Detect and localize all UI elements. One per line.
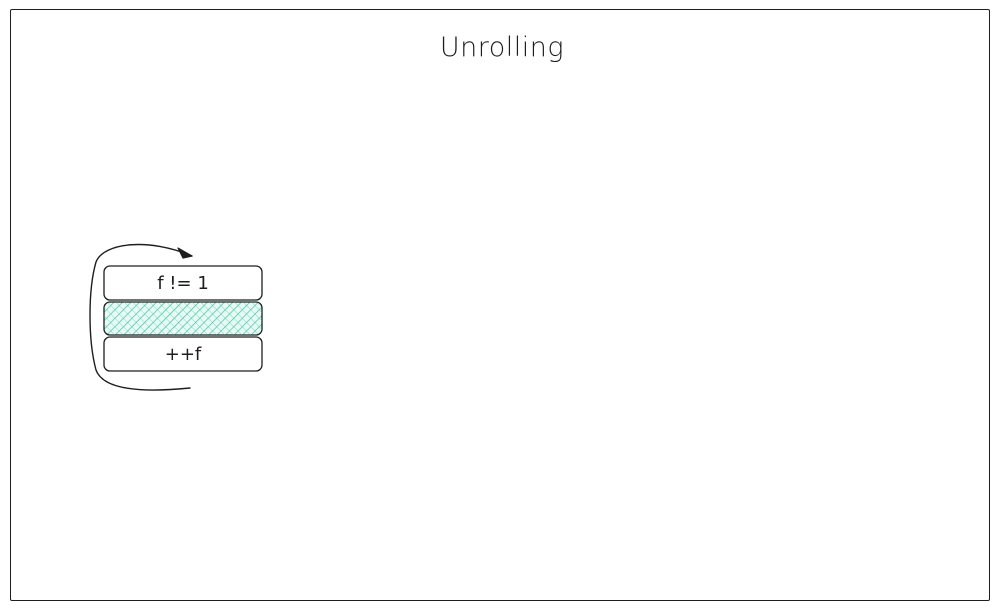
diagram-title: Unrolling [439,32,565,63]
arrowhead-icon [177,247,193,259]
condition-block: f != 1 [103,265,263,301]
canvas-frame [10,9,990,601]
condition-label: f != 1 [157,273,209,294]
body-block [103,301,263,336]
loop-arrow [89,243,193,391]
increment-block: ++f [103,336,263,372]
increment-label: ++f [165,344,202,365]
